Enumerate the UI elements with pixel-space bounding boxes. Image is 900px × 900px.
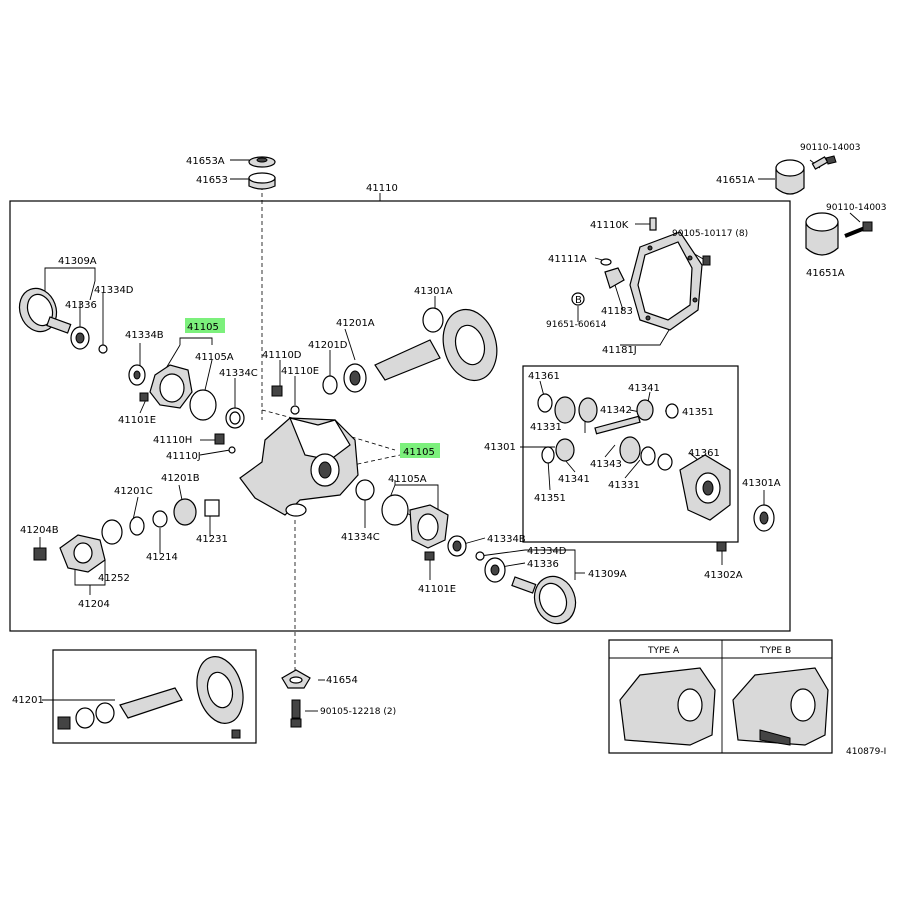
label-41651A-a[interactable]: 41651A (716, 175, 755, 186)
label-41201[interactable]: 41201 (12, 695, 44, 706)
label-41204B[interactable]: 41204B (20, 525, 59, 536)
label-41343[interactable]: 41343 (590, 459, 622, 470)
label-41110E[interactable]: 41110E (281, 366, 319, 377)
label-91651-60614[interactable]: 91651-60614 (546, 320, 607, 330)
label-41341-a[interactable]: 41341 (628, 383, 660, 394)
right-drive-flange (484, 557, 577, 625)
label-41336-left[interactable]: 41336 (65, 300, 97, 311)
figure-id: 410879-I (846, 747, 886, 757)
label-41301A-right[interactable]: 41301A (742, 478, 781, 489)
drain-plug-group (281, 669, 311, 728)
label-90105-12218[interactable]: 90105-12218 (2) (320, 707, 396, 717)
right-side-bearing-retainer (355, 479, 485, 561)
left-side-bearing-retainer (128, 364, 245, 429)
label-41231[interactable]: 41231 (196, 534, 228, 545)
label-41183[interactable]: 41183 (601, 306, 633, 317)
label-41101E-left[interactable]: 41101E (118, 415, 156, 426)
label-41341-b[interactable]: 41341 (558, 474, 590, 485)
label-41110H[interactable]: 41110H (153, 435, 192, 446)
label-41331-b[interactable]: 41331 (608, 480, 640, 491)
label-41651A-b[interactable]: 41651A (806, 268, 845, 279)
rear-support-cushion-a (775, 155, 837, 195)
pinion-gear-set (322, 307, 498, 395)
label-41301[interactable]: 41301 (484, 442, 516, 453)
label-41351-b[interactable]: 41351 (534, 493, 566, 504)
label-41181J[interactable]: 41181J (602, 345, 637, 356)
label-41653A[interactable]: 41653A (186, 156, 225, 167)
label-41342[interactable]: 41342 (600, 405, 632, 416)
differential-carrier-housing (214, 385, 359, 517)
label-41361-a[interactable]: 41361 (528, 371, 560, 382)
label-41334B-right[interactable]: 41334B (487, 534, 526, 545)
ring-gear-pinion-kit (57, 656, 244, 739)
highlight-41105-left (185, 318, 225, 333)
label-90110-14003-b[interactable]: 90110-14003 (826, 203, 887, 213)
label-41201A[interactable]: 41201A (336, 318, 375, 329)
label-41302A[interactable]: 41302A (704, 570, 743, 581)
label-41101E-right[interactable]: 41101E (418, 584, 456, 595)
label-41351-a[interactable]: 41351 (682, 407, 714, 418)
left-drive-flange (18, 287, 108, 354)
differential-case-frame (522, 365, 739, 543)
label-41252[interactable]: 41252 (98, 573, 130, 584)
label-41201C[interactable]: 41201C (114, 486, 153, 497)
label-41653[interactable]: 41653 (196, 175, 228, 186)
label-41110K[interactable]: 41110K (590, 220, 629, 231)
highlight-41105-right (400, 443, 440, 458)
label-41334D-left[interactable]: 41334D (94, 285, 134, 296)
type-b-housing-illustration (732, 667, 829, 746)
label-41201D[interactable]: 41201D (308, 340, 348, 351)
label-41110D[interactable]: 41110D (262, 350, 302, 361)
label-41110J[interactable]: 41110J (166, 451, 201, 462)
type-a-housing-illustration (619, 667, 716, 746)
label-B-marker: B (575, 295, 582, 306)
ring-pinion-frame (52, 649, 257, 744)
label-41301A-top[interactable]: 41301A (414, 286, 453, 297)
label-41654[interactable]: 41654 (326, 675, 358, 686)
label-41110[interactable]: 41110 (366, 183, 398, 194)
label-41309A-left[interactable]: 41309A (58, 256, 97, 267)
type-comparison-table (608, 639, 833, 754)
diff-side-bearing-right (716, 504, 775, 552)
label-41334C-left[interactable]: 41334C (219, 368, 258, 379)
label-41105A-right[interactable]: 41105A (388, 474, 427, 485)
label-41204[interactable]: 41204 (78, 599, 110, 610)
label-90105-10117[interactable]: 90105-10117 (8) (672, 229, 748, 239)
part-labels: 41653A 41653 41110 90110-14003 41651A 90… (12, 143, 887, 757)
mount-cushion-top (248, 156, 276, 190)
label-41201B[interactable]: 41201B (161, 473, 200, 484)
label-41111A[interactable]: 41111A (548, 254, 587, 265)
differential-carrier-cover (571, 217, 711, 331)
label-41336-right[interactable]: 41336 (527, 559, 559, 570)
label-41334D-right[interactable]: 41334D (527, 546, 567, 557)
main-assembly-frame (9, 200, 791, 632)
companion-flange-group (33, 498, 220, 573)
label-41214[interactable]: 41214 (146, 552, 178, 563)
label-41105-right[interactable]: 41105 (403, 447, 435, 458)
label-41331-a[interactable]: 41331 (530, 422, 562, 433)
label-41105-left[interactable]: 41105 (187, 322, 219, 333)
label-90110-14003-a[interactable]: 90110-14003 (800, 143, 861, 153)
label-type-b: TYPE B (759, 646, 791, 656)
rear-support-cushion-b (805, 212, 873, 256)
label-41105A-left[interactable]: 41105A (195, 352, 234, 363)
differential-case-internals (537, 393, 731, 521)
label-41334C-right[interactable]: 41334C (341, 532, 380, 543)
label-41309A-right[interactable]: 41309A (588, 569, 627, 580)
label-41361-b[interactable]: 41361 (688, 448, 720, 459)
label-type-a: TYPE A (647, 646, 680, 656)
label-41334B-left[interactable]: 41334B (125, 330, 164, 341)
